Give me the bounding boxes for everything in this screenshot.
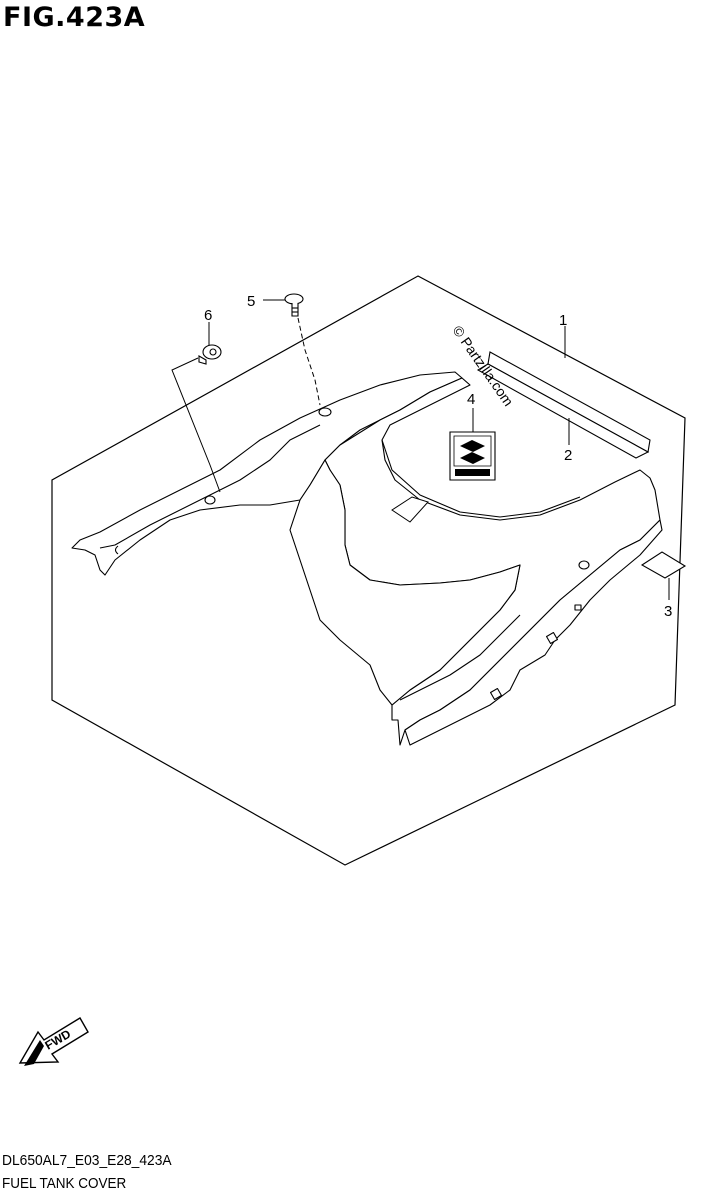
- screw-part-5[interactable]: [284, 293, 304, 317]
- center-opening: [391, 496, 429, 523]
- callout-5: 5: [247, 293, 255, 310]
- callout-6: 6: [204, 307, 212, 324]
- figure-title: FIG.423A: [3, 2, 146, 33]
- suzuki-emblem-icon[interactable]: [449, 431, 496, 481]
- callout-1: 1: [559, 312, 567, 329]
- clip-part-6[interactable]: [198, 344, 222, 365]
- leader-lines: [171, 299, 670, 600]
- fuel-tank-cover-part[interactable]: [71, 371, 663, 746]
- fwd-arrow-icon: FWD: [18, 1017, 89, 1066]
- strip-part-2[interactable]: [476, 351, 651, 459]
- figure-code: DL650AL7_E03_E28_423A: [2, 1152, 172, 1169]
- callout-2: 2: [564, 447, 572, 464]
- callout-3: 3: [664, 603, 672, 620]
- figure-name: FUEL TANK COVER: [2, 1175, 127, 1192]
- callout-4: 4: [467, 391, 475, 408]
- pad-part-3[interactable]: [640, 551, 687, 579]
- assembly-frame: [51, 275, 686, 866]
